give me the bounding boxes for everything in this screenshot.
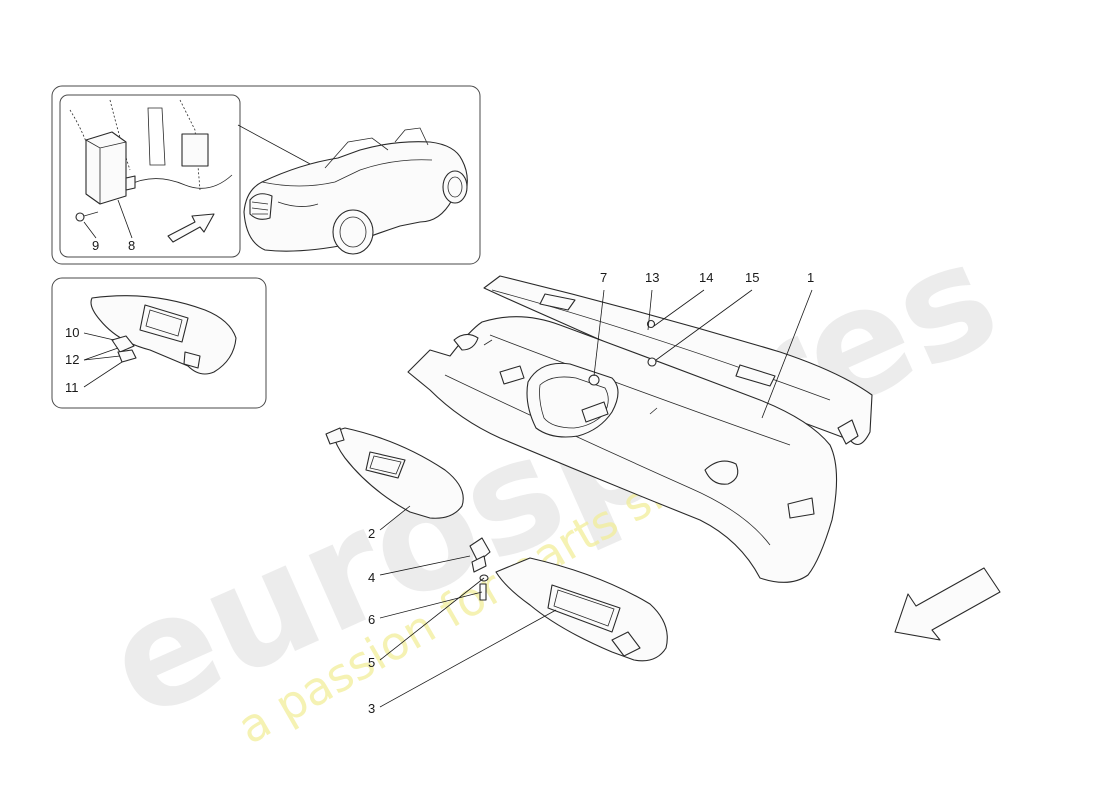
callout-5: 5	[368, 655, 375, 670]
convertible-car-icon	[243, 127, 468, 255]
bracket-component	[181, 133, 209, 167]
control-module-icon	[85, 131, 136, 205]
callout-13: 13	[645, 270, 659, 285]
callout-14: 14	[699, 270, 713, 285]
callout-2: 2	[368, 526, 375, 541]
callout-9: 9	[92, 238, 99, 253]
callout-7: 7	[600, 270, 607, 285]
inset-visor-detail: 10 12 11	[51, 277, 267, 409]
callout-4: 4	[368, 570, 375, 585]
view-arrow-icon	[167, 213, 215, 243]
callout-1: 1	[807, 270, 814, 285]
screw-6-icon	[479, 583, 487, 601]
screw-icon	[75, 211, 99, 222]
inset-car-module: 9 8	[51, 85, 481, 265]
headliner-panel	[407, 316, 838, 583]
direction-arrow-icon	[894, 567, 1001, 641]
main-callouts: 7 13 14 15 1 2 4 6 5 3	[368, 270, 814, 716]
interior-light-housing	[704, 460, 739, 485]
callout-15: 15	[745, 270, 759, 285]
mirror-cover	[139, 304, 189, 343]
callout-10: 10	[65, 325, 79, 340]
visor-hinge-icon	[469, 537, 491, 563]
headliner-rear-strip	[483, 275, 873, 446]
callout-11: 11	[65, 380, 79, 395]
callout-6: 6	[368, 612, 375, 627]
fastener-14	[646, 319, 656, 329]
callout-12: 12	[65, 352, 79, 367]
fastener-15	[647, 357, 657, 367]
headliner-assembly	[325, 275, 873, 662]
callout-8: 8	[128, 238, 135, 253]
fastener-7	[588, 374, 600, 386]
callout-3: 3	[368, 701, 375, 716]
